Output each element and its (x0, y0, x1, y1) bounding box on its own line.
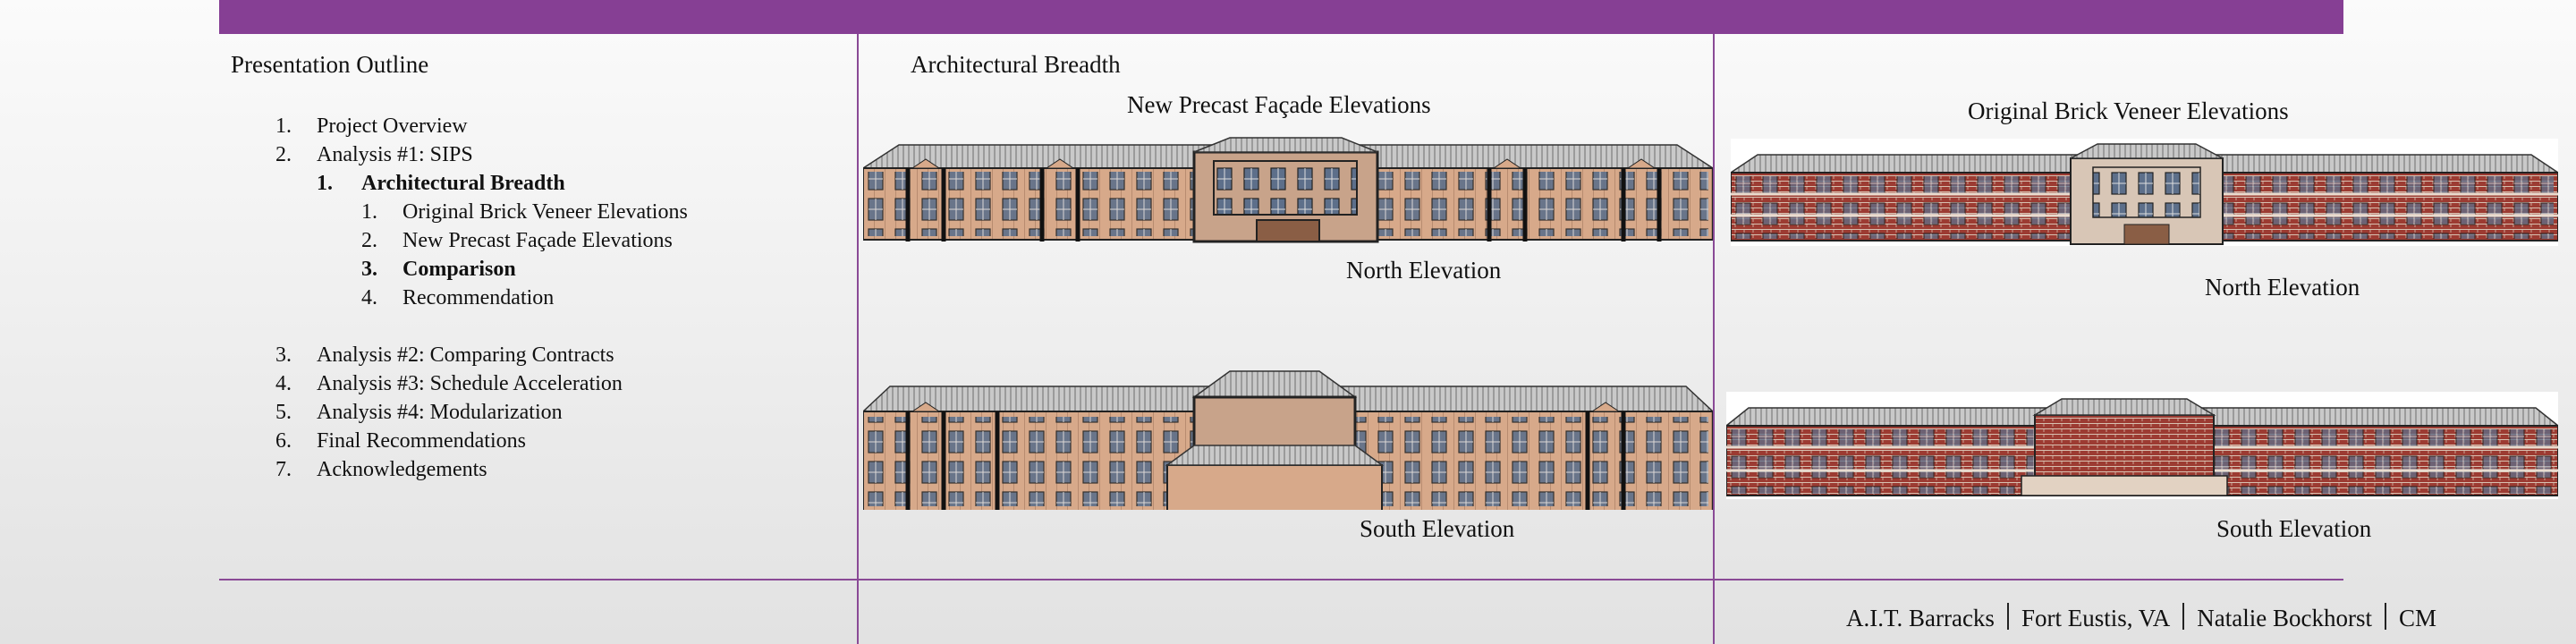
footer-separator (2006, 603, 2009, 630)
column-divider-right (1713, 34, 1715, 644)
top-accent-bar (219, 0, 2343, 34)
footer-separator (2384, 603, 2386, 630)
brick-south-elevation (1726, 392, 2558, 499)
brick-north-caption: North Elevation (2205, 274, 2360, 301)
section-title: Architectural Breadth (911, 51, 1121, 78)
brick-south-caption: South Elevation (2216, 515, 2372, 542)
precast-north-elevation (863, 137, 1713, 243)
precast-heading: New Precast Façade Elevations (1127, 91, 1431, 118)
brick-heading: Original Brick Veneer Elevations (1968, 97, 2289, 124)
footer-project: A.I.T. Barracks (1846, 605, 1995, 631)
precast-south-elevation (863, 370, 1713, 510)
footer-location: Fort Eustis, VA (2021, 605, 2171, 631)
outline-title: Presentation Outline (231, 51, 429, 78)
footer-option: CM (2398, 605, 2436, 631)
precast-south-caption: South Elevation (1360, 515, 1515, 542)
brick-north-elevation (1731, 139, 2558, 246)
footer-author: Natalie Bockhorst (2197, 605, 2372, 631)
footer-separator (2182, 603, 2185, 630)
footer-divider (219, 579, 2343, 580)
footer-info: A.I.T. Barracks Fort Eustis, VA Natalie Bo… (1846, 603, 2436, 632)
precast-north-caption: North Elevation (1346, 257, 1502, 284)
column-divider-left (857, 34, 859, 644)
